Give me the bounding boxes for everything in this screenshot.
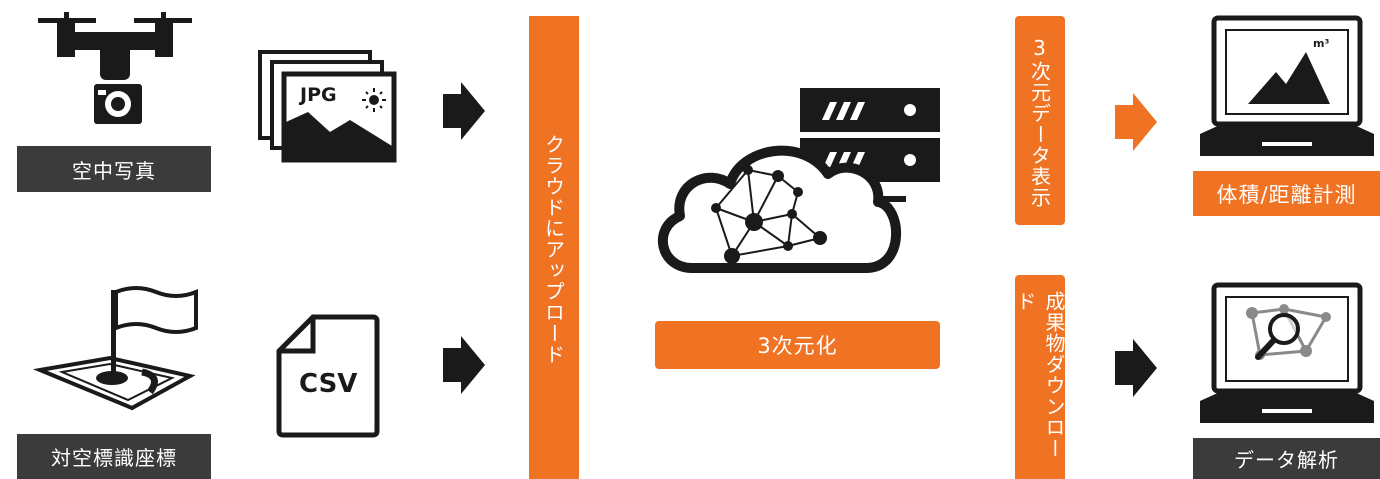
deliverable-download-bar: 成果物ダウンロード [1013,275,1066,479]
jpg-label: JPG [300,84,337,106]
laptop-mountain-icon [1200,15,1374,156]
csv-label: CSV [299,369,358,399]
cubic-meter-unit: m³ [1313,37,1330,50]
jpg-image-icon [258,50,397,163]
data-analysis-label: データ解析 [1193,438,1380,479]
3d-conversion-label: 3次元化 [655,321,940,369]
gcp-coordinates-label: 対空標識座標 [17,434,211,479]
volume-distance-measurement-label: 体積/距離計測 [1193,171,1380,216]
ground-control-flag-icon [32,286,198,411]
aerial-photo-label: 空中写真 [17,146,211,192]
drone-icon [38,12,192,124]
3d-display-bar: 3次元データ表示 [1015,16,1065,225]
arrow-right-icon [443,82,485,140]
cloud-server-icon [658,88,940,273]
arrow-right-icon [1115,339,1157,397]
laptop-analysis-icon [1200,282,1374,423]
arrow-right-icon [443,336,485,394]
csv-file-icon [276,314,380,438]
arrow-right-orange-icon [1115,93,1157,151]
upload-to-cloud-bar: クラウドにアップロード [529,16,579,479]
